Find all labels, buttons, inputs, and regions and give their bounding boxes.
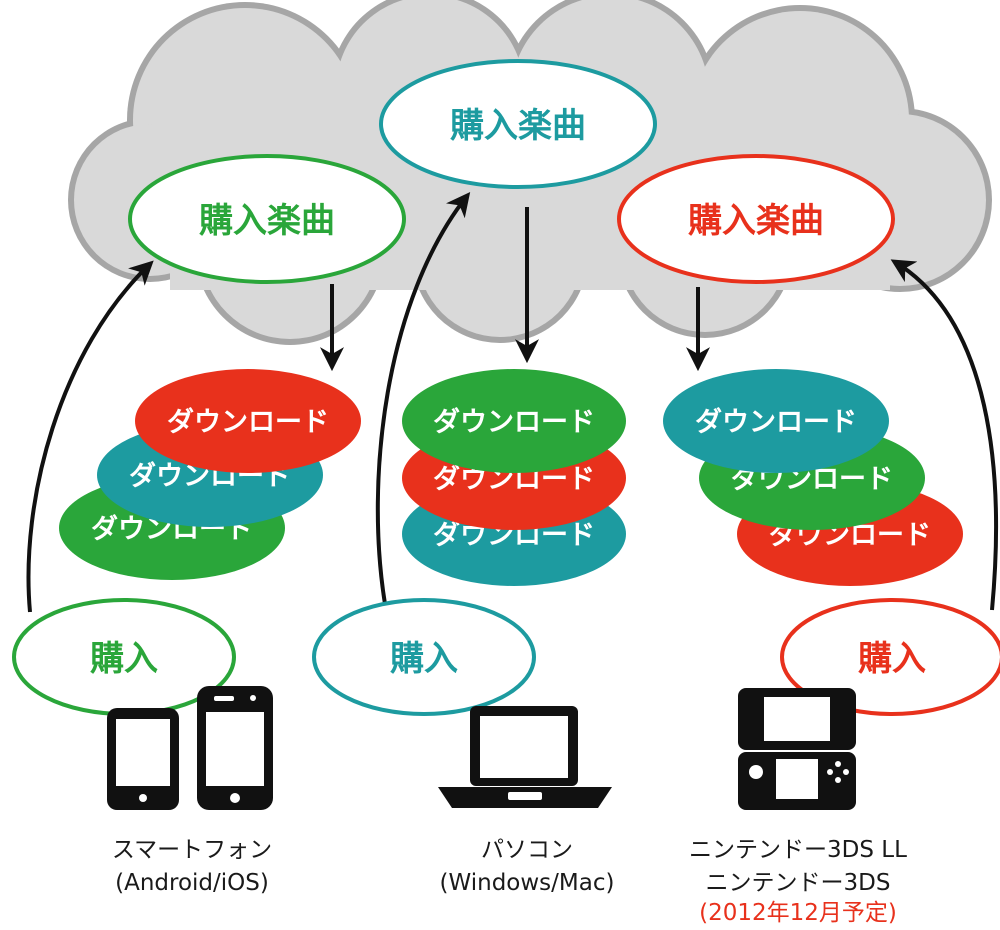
purchase-arrow-ds (890, 259, 999, 611)
smartphone-ios-icon (197, 686, 273, 810)
download-stack-smartphone: ダウンロード ダウンロード ダウンロード (59, 369, 361, 580)
pc-caption-line1: パソコン (481, 837, 573, 863)
smartphone-android-icon (107, 708, 179, 810)
smartphone-caption-line1: スマートフォン (112, 837, 272, 863)
download-bubble (663, 369, 889, 473)
cloud-song-red: 購入楽曲 (617, 154, 895, 284)
purchase-label-smartphone: 購入 (90, 639, 158, 679)
download-bubble (135, 369, 361, 473)
download-stack-pc: ダウンロード ダウンロード ダウンロード (402, 369, 626, 586)
smartphone-caption-line2: (Android/iOS) (115, 870, 269, 896)
pc-caption-line2: (Windows/Mac) (440, 870, 615, 896)
purchase-label-ds: 購入 (858, 639, 926, 679)
cloud-song-teal-label: 購入楽曲 (450, 106, 586, 146)
device-caption-pc: パソコン (Windows/Mac) (440, 837, 615, 896)
ds-caption-line2: ニンテンドー3DS (706, 870, 891, 896)
device-caption-smartphone: スマートフォン (Android/iOS) (112, 837, 272, 896)
download-label: ダウンロード (695, 406, 857, 438)
cloud-song-green: 購入楽曲 (128, 154, 406, 284)
ds-caption-release-note: (2012年12月予定) (699, 900, 897, 926)
purchase-arrow-pc (375, 191, 471, 605)
device-caption-ds: ニンテンドー3DS LL ニンテンドー3DS (2012年12月予定) (689, 837, 907, 926)
purchase-label-pc: 購入 (390, 639, 458, 679)
download-label: ダウンロード (433, 406, 595, 438)
download-stack-ds: ダウンロード ダウンロード ダウンロード (663, 369, 963, 586)
purchase-oval-ds: 購入 (780, 598, 1000, 716)
nintendo-3ds-icon (738, 688, 856, 810)
purchase-arrow-smartphone (26, 260, 154, 613)
download-label: ダウンロード (167, 406, 329, 438)
download-bubble (402, 369, 626, 473)
cloud-song-red-label: 購入楽曲 (688, 201, 824, 241)
laptop-icon (438, 706, 612, 808)
cloud-song-green-label: 購入楽曲 (199, 201, 335, 241)
cloud-song-teal: 購入楽曲 (379, 59, 657, 189)
purchase-oval-pc: 購入 (312, 598, 536, 716)
ds-caption-line1: ニンテンドー3DS LL (689, 837, 907, 863)
